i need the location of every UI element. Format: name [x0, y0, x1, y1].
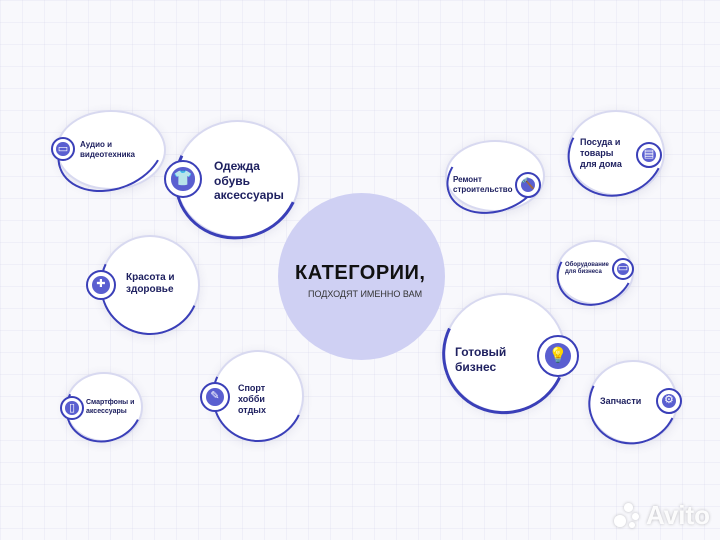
gear-icon: ⚙ [656, 388, 682, 414]
category-label-spare-parts: Запчасти [600, 396, 642, 406]
clothing-icon: 👕 [164, 160, 202, 198]
category-clothing[interactable] [157, 100, 318, 258]
center-subtitle: ПОДХОДЯТ ИМЕННО ВАМ [308, 289, 423, 299]
category-label-smartphones: Смартфоны и аксессуары [86, 399, 135, 415]
category-beauty[interactable] [85, 220, 215, 350]
category-label-clothing: Одежда обувь аксессуары [214, 159, 284, 203]
category-label-beauty: Красота и здоровье [126, 272, 175, 296]
home-goods-icon: ▤ [636, 142, 662, 168]
beauty-icon: ✚ [86, 270, 116, 300]
category-label-ready-business: Готовый бизнес [455, 345, 507, 374]
watermark-text: Avito [646, 500, 711, 530]
audio-tv-icon: ▭ [51, 137, 75, 161]
center-circle [278, 193, 445, 360]
smartphone-icon: ▯ [60, 396, 84, 420]
business-equipment-icon: ▭ [612, 258, 634, 280]
category-label-repair: Ремонт строительство [453, 175, 513, 194]
category-label-sport: Спорт хобби отдых [238, 383, 266, 415]
category-label-audio-video: Аудио и видеотехника [80, 140, 135, 159]
avito-watermark: Avito [612, 500, 710, 531]
category-label-business-equipment: Оборудование для бизнеса [565, 262, 609, 276]
sport-icon: ✎ [200, 382, 230, 412]
lightbulb-icon: 💡 [537, 335, 579, 377]
category-label-home-goods: Посуда и товары для дома [580, 137, 622, 169]
center-title: КАТЕГОРИИ, [295, 262, 426, 284]
repair-icon: 🔨 [515, 172, 541, 198]
avito-logo-icon [612, 501, 642, 531]
